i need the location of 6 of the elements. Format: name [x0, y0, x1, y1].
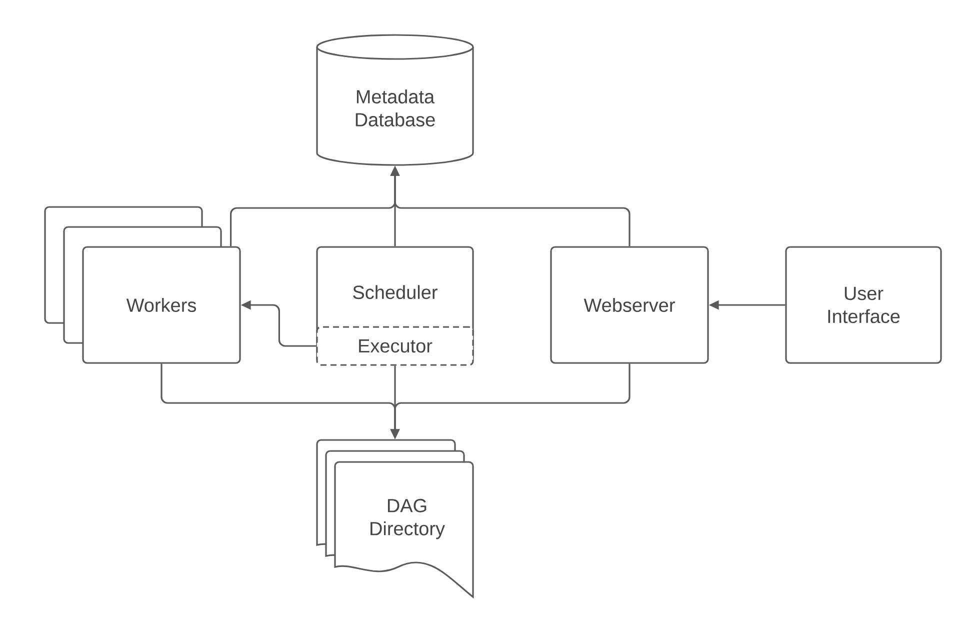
- document-stack: DAG Directory: [316, 439, 474, 598]
- stacked-boxes: Workers: [44, 206, 241, 364]
- dashed-box: Executor: [316, 326, 474, 366]
- process-box: User Interface: [785, 246, 942, 364]
- process-box: Webserver: [550, 246, 709, 364]
- database-cylinder: Metadata Database: [316, 34, 474, 166]
